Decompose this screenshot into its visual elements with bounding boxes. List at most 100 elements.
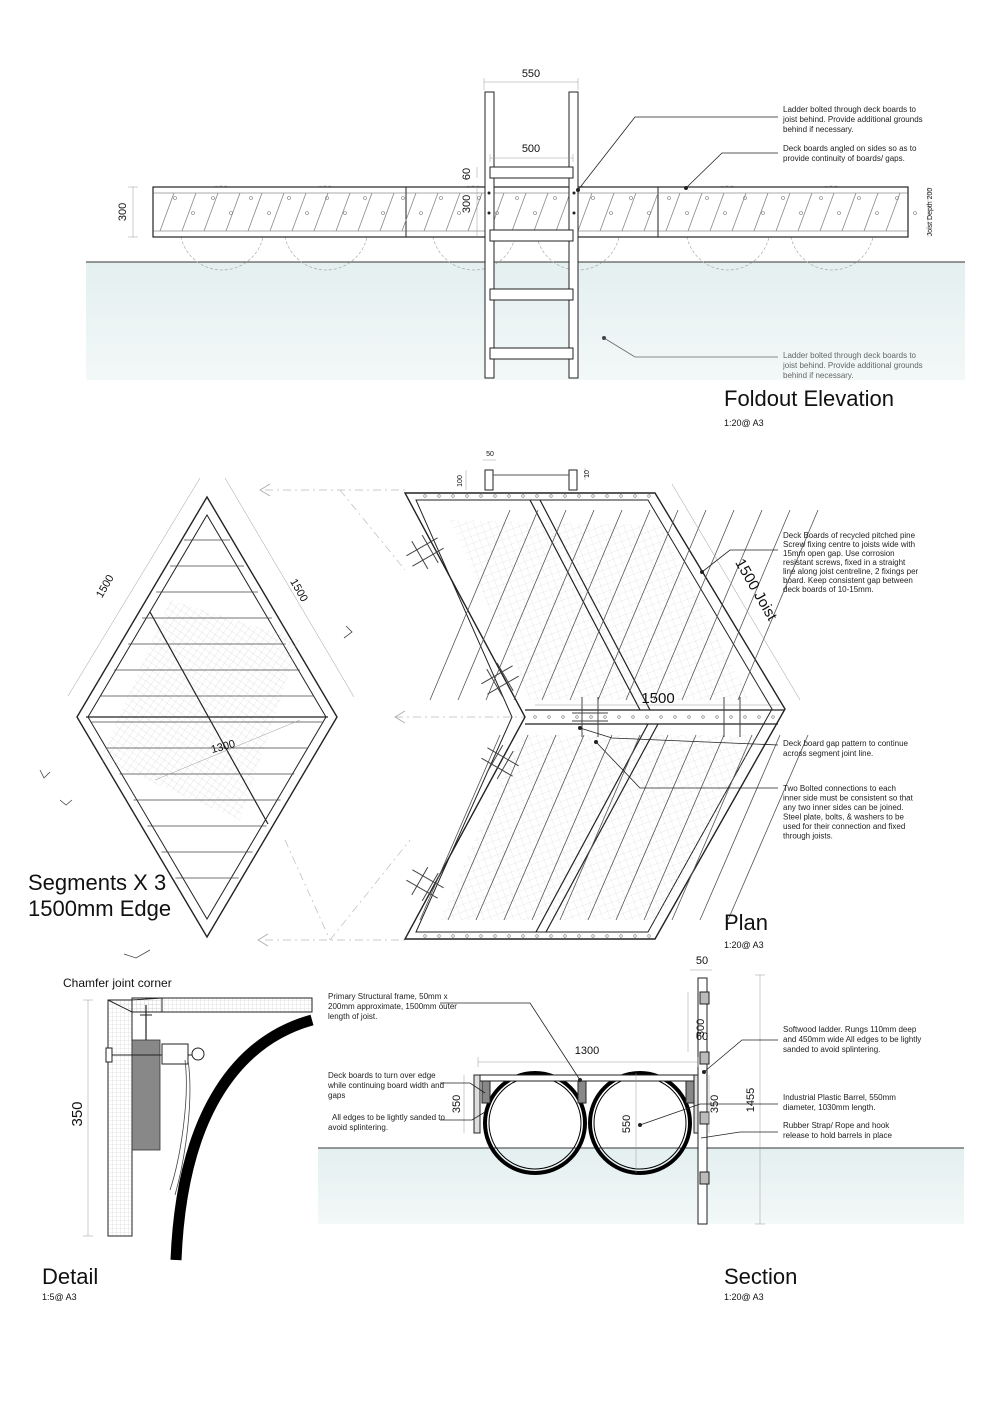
deck-board-hatch bbox=[269, 192, 285, 232]
detail-corner-label: Chamfer joint corner bbox=[63, 976, 172, 990]
fixing-dot bbox=[533, 715, 537, 719]
fixing-dot bbox=[857, 196, 861, 200]
fixing-dot bbox=[437, 934, 441, 938]
fixing-dot bbox=[743, 715, 747, 719]
plan-board-line bbox=[681, 509, 763, 701]
fixing-dot bbox=[743, 196, 747, 200]
fixing-dot bbox=[493, 494, 497, 498]
deck-board-hatch bbox=[225, 192, 241, 232]
plan-board-line bbox=[671, 734, 753, 921]
fixing-dot bbox=[401, 196, 405, 200]
fixing-dot bbox=[211, 196, 215, 200]
fixing-dot bbox=[647, 934, 651, 938]
fixing-dot bbox=[673, 715, 677, 719]
fixing-dot bbox=[507, 494, 511, 498]
plan-board-line bbox=[587, 734, 669, 921]
fixing-dot bbox=[609, 211, 613, 215]
deck-board-hatch bbox=[159, 192, 175, 232]
note-strap: Rubber Strap/ Rope and hook release to h… bbox=[783, 1121, 893, 1140]
dim-deck-depth-ladder: 300 bbox=[461, 195, 473, 213]
fixing-dot bbox=[173, 196, 177, 200]
fixing-dot bbox=[895, 196, 899, 200]
deck-board-hatch bbox=[203, 192, 219, 232]
fixing-dot bbox=[875, 211, 879, 215]
fixing-dot bbox=[729, 715, 733, 719]
fixing-dot bbox=[493, 934, 497, 938]
fixing-dot bbox=[631, 715, 635, 719]
fixing-dot bbox=[705, 196, 709, 200]
plan-board-line bbox=[597, 509, 679, 701]
deck-board-hatch bbox=[797, 192, 813, 232]
dim-ladder-inner: 500 bbox=[522, 143, 540, 155]
fixing-dot bbox=[563, 494, 567, 498]
deck-board-hatch bbox=[533, 192, 549, 232]
deck-board-hatch bbox=[423, 192, 439, 232]
note-turn-over: Deck boards to turn over edge while cont… bbox=[327, 1071, 446, 1100]
fixing-dot bbox=[577, 934, 581, 938]
deck-board-hatch bbox=[181, 192, 197, 232]
deck-board-hatch bbox=[775, 192, 791, 232]
fixing-dot bbox=[715, 715, 719, 719]
detail-title: Detail bbox=[42, 1264, 98, 1289]
plan-board-line bbox=[569, 509, 651, 701]
fixing-dot bbox=[913, 211, 917, 215]
fixing-dot bbox=[507, 934, 511, 938]
deck-board-hatch bbox=[357, 192, 373, 232]
plan-board-line bbox=[429, 509, 511, 701]
note-ladder-section: Softwood ladder. Rungs 110mm deep and 45… bbox=[783, 1025, 924, 1054]
plan-board-line bbox=[447, 734, 529, 921]
dim-plan-board-w: 50 bbox=[486, 451, 494, 458]
fixing-dot bbox=[521, 934, 525, 938]
plan-board-line bbox=[709, 509, 791, 701]
fixing-dot bbox=[633, 494, 637, 498]
fixing-dot bbox=[249, 196, 253, 200]
dim-section-barrel: 550 bbox=[621, 1115, 633, 1133]
plan-board-line bbox=[419, 734, 501, 921]
dim-plan-board-h: 100 bbox=[457, 475, 464, 487]
deck-board-hatch bbox=[577, 192, 593, 232]
plan-board-line bbox=[737, 509, 819, 701]
fixing-dot bbox=[381, 211, 385, 215]
dim-section-ladder-w: 50 bbox=[696, 955, 708, 967]
section-water bbox=[318, 1148, 964, 1224]
section-title: Section bbox=[724, 1264, 797, 1289]
fixing-dot bbox=[451, 494, 455, 498]
plan-board-line bbox=[513, 509, 595, 701]
deck-band bbox=[152, 186, 917, 238]
note-bolted: Two Bolted connections to each inner sid… bbox=[783, 784, 915, 841]
fixing-dot bbox=[687, 715, 691, 719]
deck-board-hatch bbox=[753, 192, 769, 232]
dim-plan-joist: 1500 Joist bbox=[731, 556, 780, 624]
note-gap-pattern: Deck board gap pattern to continue acros… bbox=[783, 739, 910, 758]
fixing-dot bbox=[439, 196, 443, 200]
fixing-dot bbox=[561, 715, 565, 719]
fixing-dot bbox=[771, 715, 775, 719]
section-view: 50 300 60 1300 350 550 350 1455 Primary … bbox=[318, 955, 964, 1302]
projection-lines bbox=[265, 489, 525, 941]
fixing-dot bbox=[521, 494, 525, 498]
fixing-dot bbox=[419, 211, 423, 215]
fixing-dot bbox=[229, 211, 233, 215]
fixing-dot bbox=[575, 715, 579, 719]
deck-board-hatch bbox=[379, 192, 395, 232]
plan-board-line bbox=[559, 734, 641, 921]
fixing-dot bbox=[515, 196, 519, 200]
fixing-dot bbox=[667, 196, 671, 200]
foldout-elevation: 550 500 60 300 300 Joist Depth 200 Ladde… bbox=[86, 68, 965, 428]
plan-board-line bbox=[503, 734, 585, 921]
fixing-dot bbox=[723, 211, 727, 215]
barrel-curve bbox=[170, 1014, 314, 1261]
plan-board-line bbox=[475, 734, 557, 921]
note-barrel: Industrial Plastic Barrel, 550mm diamete… bbox=[783, 1093, 898, 1112]
note-sanded: All edges to be lightly sanded to avoid … bbox=[328, 1113, 447, 1132]
fixing-dot bbox=[479, 934, 483, 938]
fixing-dot bbox=[619, 934, 623, 938]
note-primary-frame: Primary Structural frame, 50mm x 200mm a… bbox=[328, 992, 459, 1021]
deck-board-hatch bbox=[687, 192, 703, 232]
fixing-dot bbox=[659, 715, 663, 719]
elevation-scale: 1:20@ A3 bbox=[724, 418, 764, 428]
dim-ladder-outer: 550 bbox=[522, 68, 540, 80]
fixing-dot bbox=[647, 494, 651, 498]
deck-board-hatch bbox=[445, 192, 461, 232]
